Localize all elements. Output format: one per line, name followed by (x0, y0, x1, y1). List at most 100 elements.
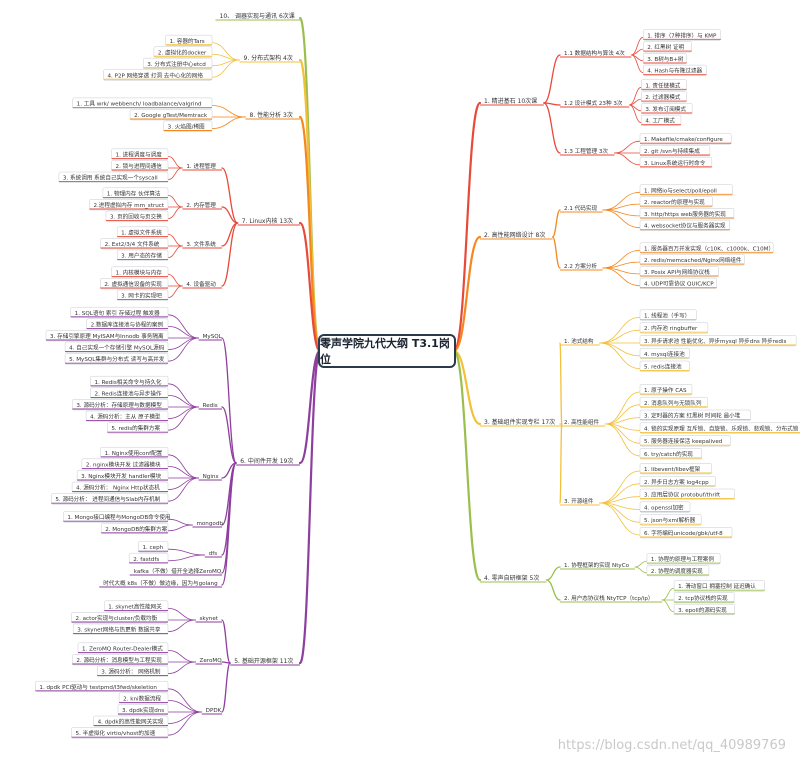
sub-l3-0[interactable]: 1. 进程管理 (182, 162, 222, 171)
leaf-r1-1-2[interactable]: 3. Posix API与网络协议栈 (639, 266, 719, 278)
branch-l5[interactable]: 5. 基础开源框架 11次 (230, 657, 300, 666)
branch-l2[interactable]: 8. 性能分析 3次 (245, 111, 301, 120)
leaf-r2-0-4[interactable]: 5. redis连接池 (639, 360, 690, 372)
leaf-r1-0-1[interactable]: 2. reactor的原理与实现 (639, 196, 713, 208)
leaf-r2-1-3[interactable]: 4. 锁的实现原理 互斥锁、自旋锁、乐观锁、悲观锁、分布式锁 (639, 422, 800, 434)
leaf-r2-0-0[interactable]: 1. 线程池（手写） (639, 309, 697, 321)
leaf-r0-1-3[interactable]: 4. 工厂模式 (641, 114, 682, 126)
leaf-l2-2[interactable]: 3. 火焰图/稀图 (163, 120, 213, 132)
sub-r1-1[interactable]: 2.2 方案分析 (560, 262, 603, 271)
leaf-l3-2-1[interactable]: 2. Ext2/3/4 文件系统 (100, 238, 169, 250)
leaf-l4-3-1[interactable]: 2. MongoDB的集群方案 (100, 522, 169, 535)
sub-l4-5[interactable]: kafka（不做）借开全选择ZeroMQ (129, 567, 222, 576)
leaf-r0-0-1[interactable]: 2. 红黑树 证明 (643, 41, 692, 53)
leaf-l4-1-1[interactable]: 2. Redis连接池与异步操作 (90, 387, 169, 399)
branch-l4[interactable]: 6. 中间件开发 19次 (236, 457, 300, 466)
sub-l4-1[interactable]: Redis (198, 403, 222, 410)
sub-l4-6[interactable]: 时代大概 k8s（不做）做边缘，因为与golang (99, 579, 222, 588)
leaf-l4-3-0[interactable]: 1. Mongo接口编程与MongoDB命令使用 (63, 511, 171, 523)
leaf-r3-1-0[interactable]: 1. 滑动窗口 拥塞控制 延迟确认 (673, 580, 765, 592)
sub-l5-0[interactable]: skynet (195, 616, 222, 623)
leaf-r0-1-1[interactable]: 2. 过滤器模式 (641, 91, 687, 103)
leaf-r3-1-2[interactable]: 3. epoll的源码实现 (673, 603, 735, 616)
leaf-l3-0-2[interactable]: 3. 系统调用 系统自己实现一个syscall (58, 171, 169, 183)
leaf-l1-2[interactable]: 3. 分布式注册中心etcd (142, 57, 213, 70)
leaf-r2-2-4[interactable]: 5. json与xml解析器 (639, 514, 702, 526)
leaf-l5-0-1[interactable]: 2. actor实现与cluster/负载均衡 (71, 612, 169, 624)
leaf-l4-0-4[interactable]: 5. MySQL集群与分布式 读写与高并发 (64, 353, 169, 365)
leaf-l4-0-3[interactable]: 4. 自己实现一个存储引擎 MySQL源码 (64, 341, 169, 353)
leaf-l5-1-0[interactable]: 1. ZeroMQ Router-Dealer模式 (77, 642, 169, 654)
leaf-r3-1-1[interactable]: 2. tcp协议栈的实现 (673, 592, 735, 604)
sub-r3-1[interactable]: 2. 用户态协议栈 NtyTCP（tcp/ip） (560, 594, 663, 603)
leaf-l3-1-0[interactable]: 1. 物理内存 伙伴算法 (102, 187, 169, 199)
leaf-r0-0-2[interactable]: 3. B树与B+树 (643, 53, 687, 65)
leaf-l3-2-0[interactable]: 1. 虚拟文件系统 (116, 226, 169, 238)
sub-r3-0[interactable]: 1. 协程框架的实现 NtyCo (560, 561, 635, 570)
sub-l4-2[interactable]: Nginx (198, 474, 222, 481)
leaf-l4-4-1[interactable]: 2. fastdfs (128, 552, 169, 565)
leaf-r2-0-1[interactable]: 2. 内存池 ringbuffer (639, 322, 709, 334)
leaf-r2-2-0[interactable]: 1. libevent/libev框架 (639, 463, 712, 475)
leaf-l5-1-1[interactable]: 2. 源码分析：消息模型与工程实现 (72, 654, 169, 666)
leaf-r2-0-2[interactable]: 3. 异步请求池 性能优化、异步mysql 异步dns 异步redis (639, 335, 797, 347)
leaf-l4-2-4[interactable]: 5. 源码分析： 进程间通信与Slab内存机制 (51, 493, 169, 505)
leaf-l1-3[interactable]: 4. P2P 网络穿透 打洞 去中心化的网络 (103, 69, 213, 81)
branch-r2[interactable]: 3. 基础组件实现专栏 17次 (480, 418, 562, 427)
root-topic[interactable]: 零声学院九代大纲 T3.1岗位 (318, 334, 456, 368)
branch-l1[interactable]: 9. 分布式架构 4次 (239, 54, 301, 63)
leaf-l5-1-2[interactable]: 3. 源码分析： 网络机制 (97, 665, 169, 677)
leaf-r1-1-0[interactable]: 1. 服务器百万并发实现（c10K、c1000k、C10M） (639, 242, 774, 254)
leaf-r0-2-0[interactable]: 1. Makefile/cmake/configure (639, 133, 732, 145)
leaf-r2-1-1[interactable]: 2. 消息队列与无锁队列 (639, 396, 708, 409)
leaf-r0-2-1[interactable]: 2. git /svn与持续集成 (639, 145, 711, 157)
leaf-l4-4-0[interactable]: 1. ceph (138, 541, 169, 553)
leaf-l3-0-1[interactable]: 2. 锁与进程间通信 (111, 160, 169, 172)
sub-r0-2[interactable]: 1.3 工程管理 3次 (560, 147, 615, 156)
leaf-r1-1-3[interactable]: 4. UDP可靠协议 QUIC/KCP (639, 277, 717, 289)
leaf-l4-0-2[interactable]: 3. 存储引擎原理 MyISAM与Innodb 事务隔离 (45, 330, 169, 342)
leaf-l4-0-0[interactable]: 1. SQL语句 索引 存储过程 触发器 (70, 306, 169, 319)
leaf-r0-1-0[interactable]: 1. 责任链模式 (641, 79, 687, 91)
leaf-r3-0-1[interactable]: 2. 协程的调度器实现 (646, 565, 710, 577)
branch-l3[interactable]: 7. Linux内核 13次 (237, 217, 300, 226)
sub-r2-0[interactable]: 1. 池式结构 (560, 337, 600, 346)
leaf-l5-2-4[interactable]: 5. 半虚拟化 virtio/vhost的加速 (71, 727, 169, 739)
leaf-l3-1-2[interactable]: 3. 页的回收与页交换 (105, 210, 169, 222)
sub-r0-0[interactable]: 1.1 数据结构与算法 4次 (560, 49, 632, 58)
leaf-r3-0-0[interactable]: 1. 协程的原理与工程案例 (646, 553, 721, 565)
sub-r0-1[interactable]: 1.2 设计模式 23种 3次 (560, 99, 630, 108)
leaf-l4-1-2[interactable]: 3. 源码分析：存储原理与数据模型 (72, 399, 169, 411)
leaf-r2-2-3[interactable]: 4. openssl加密 (639, 501, 691, 513)
leaf-l4-1-0[interactable]: 1. Redis相关命令与持久化 (90, 375, 169, 388)
leaf-r0-2-2[interactable]: 3. Linux系统运行时命令 (639, 156, 713, 169)
sub-l4-3[interactable]: mongodb (192, 521, 223, 528)
leaf-l4-2-1[interactable]: 2. nginx模块开发 过滤器模块 (81, 458, 169, 470)
sub-l5-2[interactable]: DPDK (201, 708, 222, 715)
sub-l5-1[interactable]: ZeroMQ (195, 658, 223, 665)
leaf-r2-1-0[interactable]: 1. 原子操作 CAS (639, 384, 693, 396)
leaf-l5-2-1[interactable]: 2. kni数据流程 (118, 692, 169, 704)
leaf-l4-2-3[interactable]: 4. 源码分析： Nginx Http状态机 (71, 481, 169, 493)
leaf-l3-2-2[interactable]: 3. 用户态的存储 (116, 249, 169, 261)
leaf-r2-2-1[interactable]: 2. 异步日志方案 log4cpp (639, 475, 716, 488)
leaf-l5-0-2[interactable]: 3. skynet网络与热更新 数据共享 (72, 623, 169, 635)
leaf-l1-1[interactable]: 2. 虚拟化的docker (153, 46, 213, 58)
leaf-l4-0-1[interactable]: 2.数据库连接池与协程的案例 (86, 318, 169, 330)
leaf-l4-2-0[interactable]: 1. Nginx使用conf配置 (100, 446, 169, 459)
leaf-r2-1-4[interactable]: 5. 服务器连接保活 keepalived (639, 435, 731, 447)
leaf-l5-0-0[interactable]: 1. skynet高性能网关 (104, 600, 169, 612)
leaf-r2-2-2[interactable]: 3. 应用层协议 protobuf/thrift (639, 488, 735, 500)
leaf-r1-0-2[interactable]: 3. http/https web服务器的实现 (639, 208, 735, 220)
leaf-l2-0[interactable]: 1. 工具 wrk/ webbench/ loadbalance/valgrin… (72, 97, 213, 109)
branch-r3[interactable]: 4. 零声自研框架 5次 (480, 574, 547, 583)
leaf-l2-1[interactable]: 2. Google gTest/Memtrack (129, 109, 213, 121)
leaf-l3-3-0[interactable]: 1. 内核模块与内存 (111, 266, 169, 278)
sub-r2-2[interactable]: 3. 开源组件 (560, 497, 600, 506)
leaf-r0-0-0[interactable]: 1. 排序（7种排序）与 KMP (643, 29, 721, 41)
leaf-r2-0-3[interactable]: 4. mysql连接池 (639, 347, 690, 360)
sub-l4-0[interactable]: MySQL (198, 334, 223, 341)
sub-l4-4[interactable]: dfs (204, 551, 222, 558)
branch-r1[interactable]: 2. 高性能网络设计 8次 (480, 231, 553, 240)
leaf-r2-2-5[interactable]: 6. 字符编码unicode/gbk/utf-8 (639, 527, 733, 539)
